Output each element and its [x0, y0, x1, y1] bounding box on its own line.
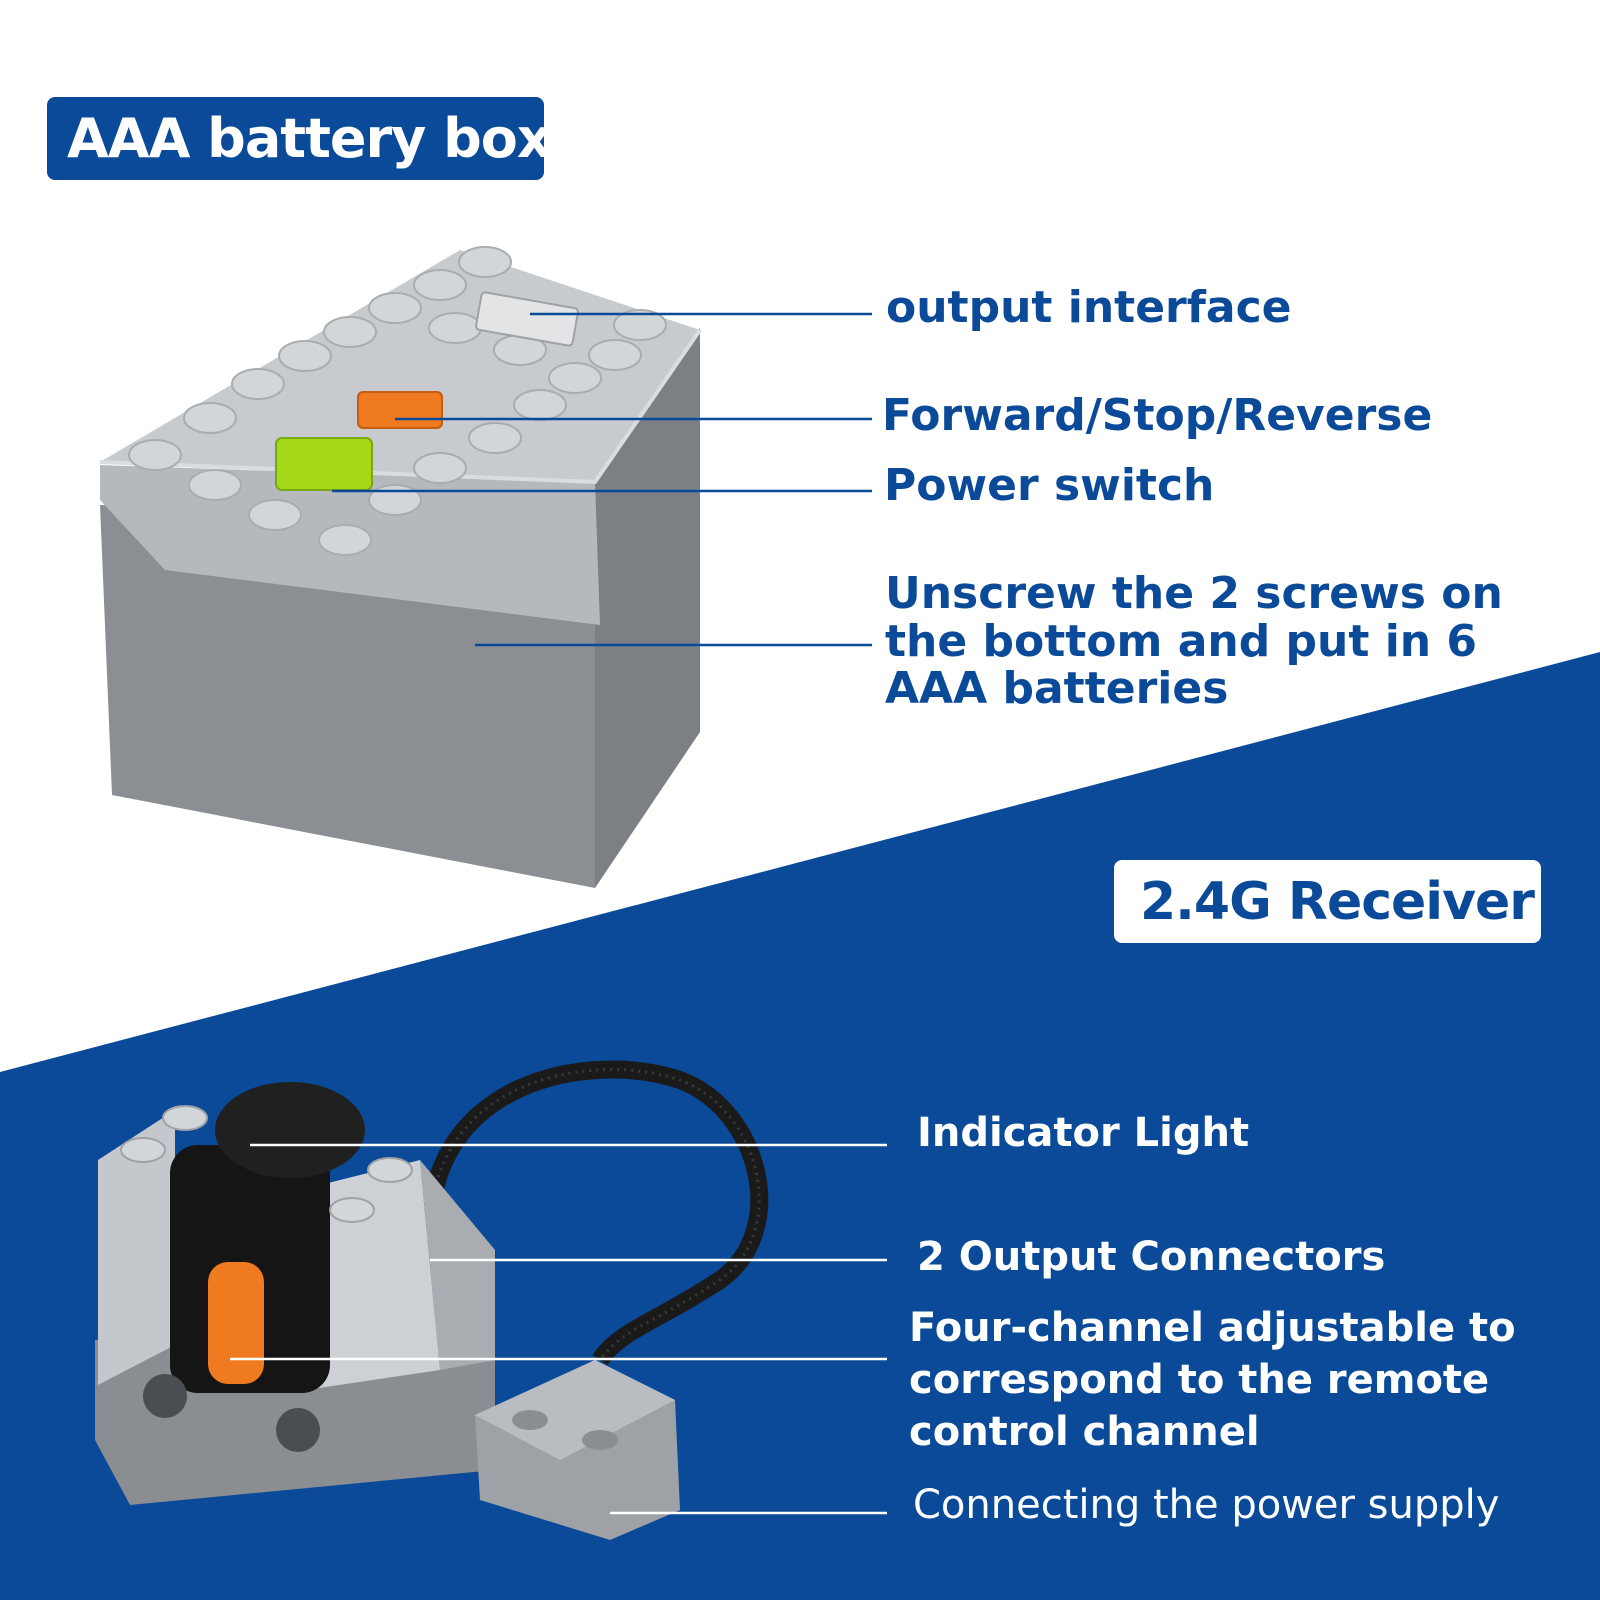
direction-switch: [357, 391, 443, 429]
receiver-leader-lines: [230, 1143, 887, 1515]
power-switch: [275, 437, 373, 491]
callout-battery-instructions: Unscrew the 2 screws on the bottom and p…: [885, 568, 1503, 715]
callout-forward-stop-reverse: Forward/Stop/Reverse: [882, 390, 1433, 441]
callout-power-switch: Power switch: [884, 460, 1215, 511]
output-interface-port: [475, 291, 579, 347]
receiver-section-title: 2.4G Receiver: [1114, 860, 1541, 943]
battery-studs: [128, 246, 667, 556]
battery-box-image: [99, 246, 702, 888]
callout-output-interface: output interface: [886, 282, 1292, 333]
callout-output-connectors: 2 Output Connectors: [917, 1234, 1386, 1280]
callout-four-channel: Four-channel adjustable to correspond to…: [909, 1305, 1516, 1455]
callout-power-supply: Connecting the power supply: [913, 1482, 1500, 1528]
battery-section-title: AAA battery box: [47, 97, 552, 180]
callout-indicator-light: Indicator Light: [917, 1110, 1250, 1156]
channel-selector: [208, 1262, 264, 1384]
battery-leader-lines: [332, 312, 872, 647]
indicator-light-dome: [215, 1082, 365, 1178]
